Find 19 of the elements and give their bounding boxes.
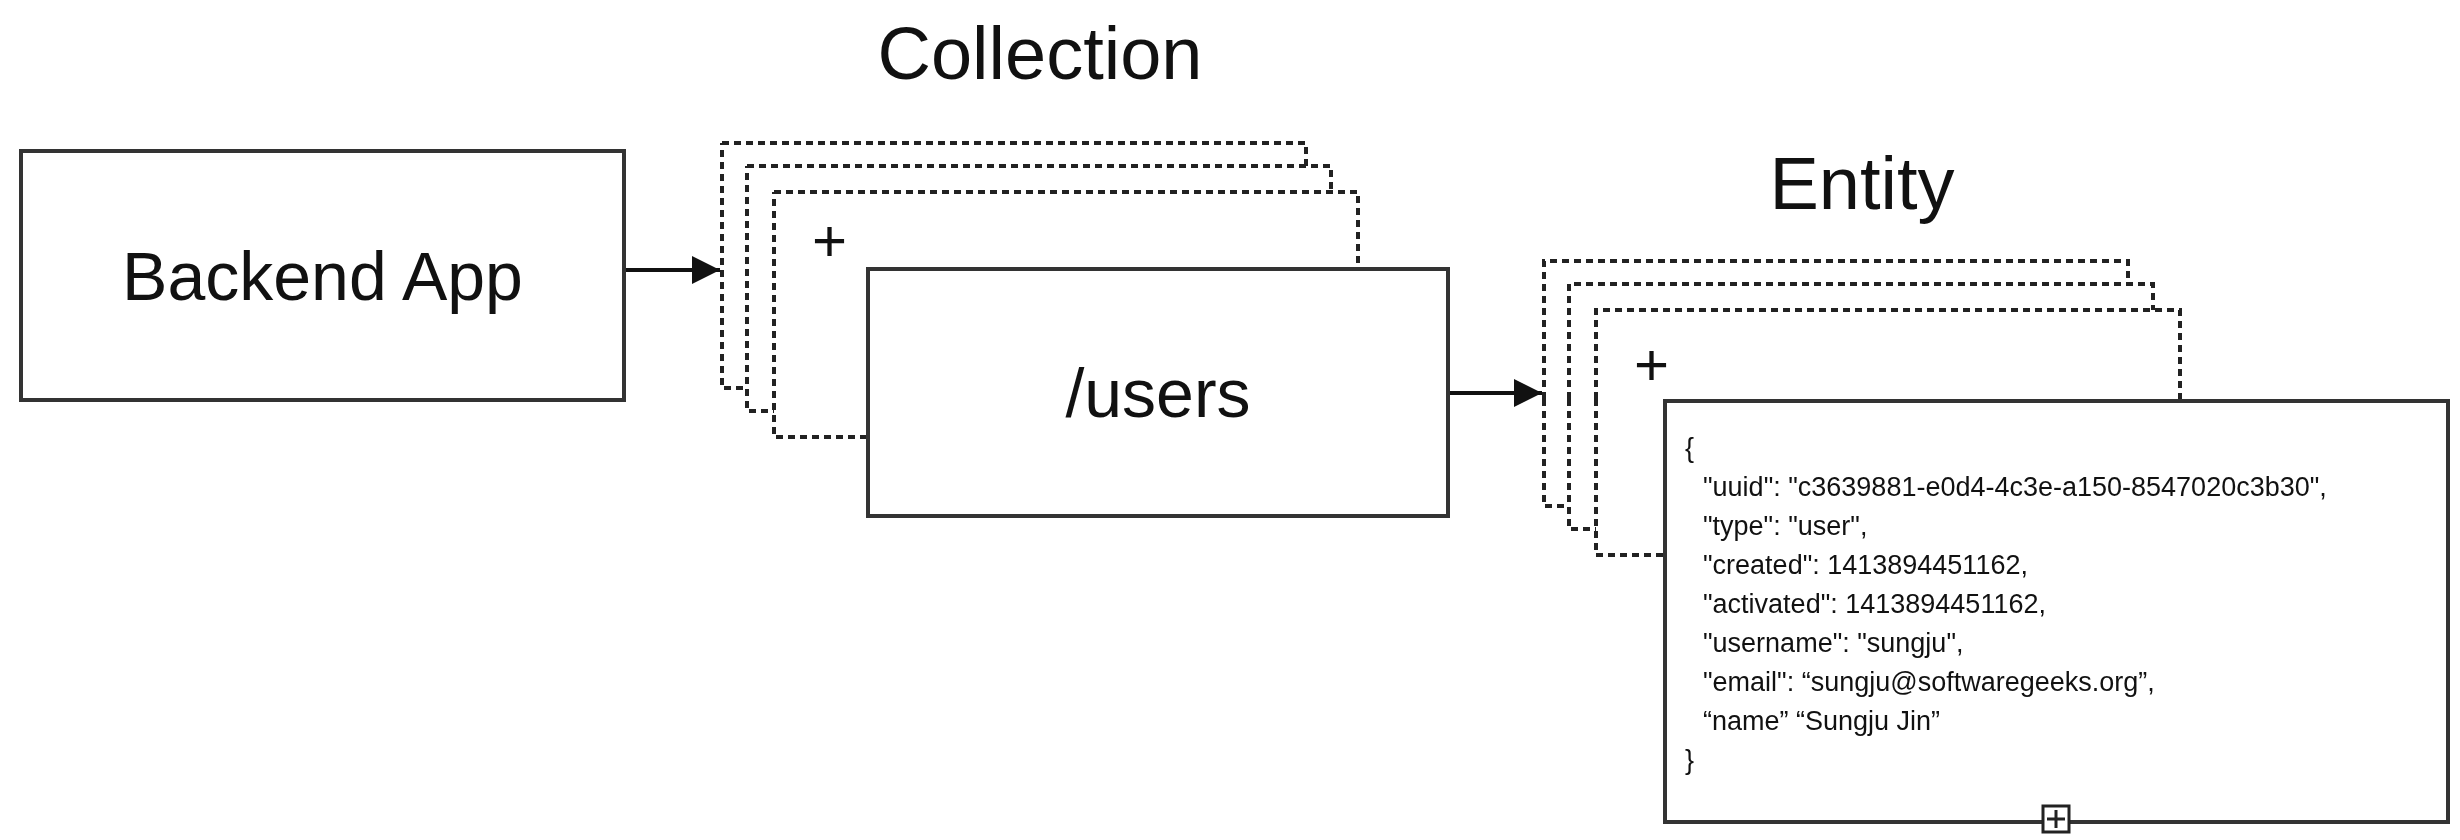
process-box [19, 149, 626, 402]
code-line: "created": 1413894451162, [1702, 549, 2029, 582]
code-line: "activated": 1413894451162, [1702, 588, 2047, 621]
plus-sign: + [1634, 335, 1670, 395]
code-line: } [1685, 744, 1696, 777]
code-line: “name” “Sungju Jin” [1702, 705, 1942, 738]
arrow [1450, 379, 1542, 407]
code-line: "username": "sungju", [1702, 627, 1965, 660]
section-title: Entity [1768, 141, 1956, 226]
plus-sign: + [812, 211, 848, 271]
code-line: { [1685, 432, 1696, 465]
code-line: "email": “sungju@softwaregeeks.org”, [1702, 666, 2156, 699]
code-line: "type": "user", [1702, 510, 1869, 543]
code-line: "uuid": "c3639881-e0d4-4c3e-a150-8547020c3b30", [1702, 471, 2328, 504]
box-label: Backend App [122, 236, 523, 315]
section-title: Collection [876, 11, 1204, 96]
process-box [866, 267, 1450, 518]
box-label: /users [1065, 353, 1251, 432]
arrow [626, 256, 720, 284]
